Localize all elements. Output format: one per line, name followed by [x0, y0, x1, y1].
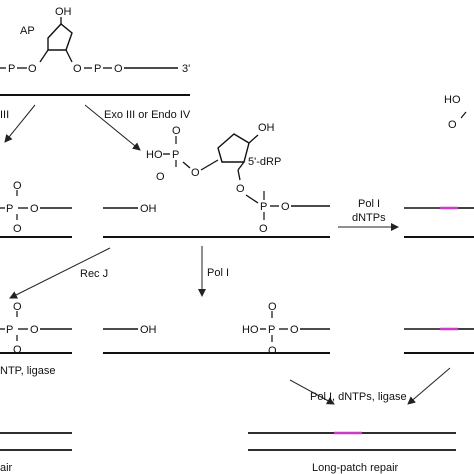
row3-o1: O: [268, 301, 277, 313]
row3-left-ominus: O: [13, 344, 22, 356]
row3-left: P O O O OH: [0, 301, 157, 356]
right-top-o: O: [448, 119, 457, 131]
row3-left-p: P: [6, 324, 13, 336]
pol1-down-label: Pol I: [207, 267, 229, 279]
row3-ho: HO: [242, 324, 259, 336]
arrow-exo-endo: [84, 104, 141, 151]
row3-p: P: [268, 324, 275, 336]
drp-p1: P: [172, 149, 179, 161]
row2-left-ominus: O: [13, 223, 22, 235]
row3-center: HO P O O O: [103, 301, 330, 357]
drp-o-e: O: [259, 223, 268, 235]
row2-left-nick: P O O O OH: [0, 180, 330, 238]
drp-o-b: O: [156, 171, 165, 183]
drp-structure: OH 5'-dRP HO P O O O O P O O: [146, 122, 330, 235]
row3-right-patch: [404, 327, 474, 354]
row3-ominus: O: [268, 345, 277, 357]
row3-o2: O: [290, 324, 299, 336]
top-ap-label: AP: [20, 25, 35, 37]
row3-left-o: O: [13, 301, 22, 313]
drp-o-a: O: [172, 125, 181, 137]
pol1-dntps-b: dNTPs: [352, 212, 386, 224]
row2-mid-oh: OH: [140, 203, 157, 215]
ap-site-structure: OH AP O O P P O 3': [0, 6, 190, 96]
top-p1: P: [8, 63, 15, 75]
row2-left-p: P: [6, 203, 13, 215]
pol1-ligase-label: Pol I, dNTPs, ligase: [310, 391, 407, 403]
row2-left-o: O: [13, 180, 22, 192]
top-3prime: 3': [182, 63, 190, 75]
long-patch-label: Long-patch repair: [312, 462, 399, 474]
drp-o-f: O: [281, 201, 290, 213]
pol1-dntps-a: Pol I: [358, 198, 380, 210]
left-repair-label: air: [0, 462, 13, 474]
top-o2: O: [73, 63, 82, 75]
long-patch-product: [248, 431, 456, 451]
arrow-merge-left: [289, 379, 335, 405]
drp-p2: P: [260, 201, 267, 213]
left-ligase-label: NTP, ligase: [0, 365, 55, 377]
drp-o-d: O: [236, 183, 245, 195]
arrow-left-down: [4, 104, 36, 143]
right-top-ho: HO: [444, 94, 461, 106]
arrow-recj: [9, 247, 111, 299]
row3-mid-oh: OH: [140, 324, 157, 336]
top-o1: O: [28, 63, 37, 75]
row3-left-o2: O: [30, 324, 39, 336]
arrow-merge-right: [407, 367, 451, 405]
drp-oh: OH: [258, 122, 275, 134]
row2-left-o2: O: [30, 203, 39, 215]
drp-ho: HO: [146, 149, 163, 161]
exo-endo-label: Exo III or Endo IV: [104, 109, 191, 121]
drp-label: 5'-dRP: [248, 156, 281, 168]
row2-right-patch: HO O: [404, 94, 474, 238]
left-fragment-label: III: [0, 109, 9, 121]
top-oh-label: OH: [55, 6, 72, 18]
recj-label: Rec J: [80, 268, 108, 280]
sugar-ring: [47, 23, 73, 51]
top-p2: P: [94, 63, 101, 75]
top-o3: O: [114, 63, 123, 75]
drp-o-c: O: [191, 167, 200, 179]
